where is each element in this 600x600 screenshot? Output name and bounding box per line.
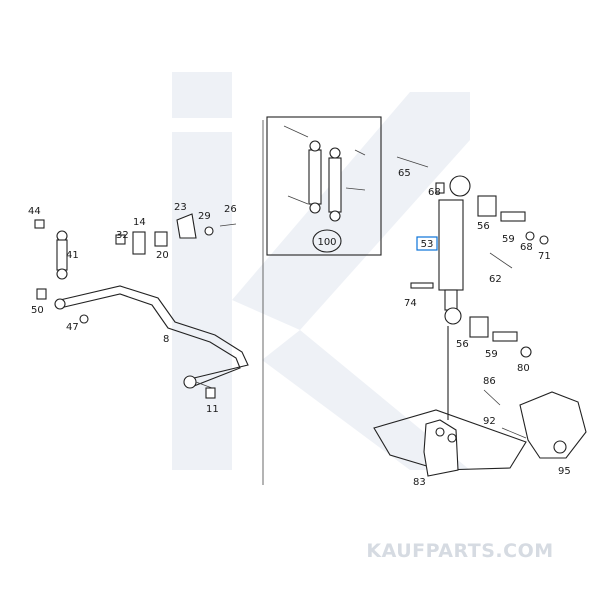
part-label-80[interactable]: 80 [517,363,530,374]
watermark-brand: KAUFPARTS.COM [366,540,553,562]
part-label-68-upper[interactable]: 68 [428,187,441,198]
part-label-56-upper[interactable]: 56 [477,221,490,232]
part-label-20[interactable]: 20 [156,250,169,261]
part-label-62[interactable]: 62 [489,274,502,285]
part-label-11[interactable]: 11 [206,404,219,415]
upper-hardware[interactable] [410,195,549,358]
part-label-59-upper[interactable]: 59 [502,234,515,245]
part-label-74[interactable]: 74 [404,298,417,309]
part-label-50[interactable]: 50 [31,305,44,316]
part-label-59-lower[interactable]: 59 [485,349,498,360]
shock-absorber[interactable] [396,156,471,420]
part-label-92[interactable]: 92 [483,416,496,427]
part-label-100[interactable]: 100 [317,237,336,248]
part-label-65[interactable]: 65 [398,168,411,179]
lower-mount[interactable] [373,409,527,477]
part-label-47[interactable]: 47 [66,322,79,333]
part-label-14[interactable]: 14 [133,217,146,228]
part-label-71[interactable]: 71 [538,251,551,262]
part-label-32[interactable]: 32 [116,230,129,241]
axle-housing[interactable] [483,389,587,459]
part-label-56-lower[interactable]: 56 [456,339,469,350]
part-label-44[interactable]: 44 [28,206,41,217]
part-label-8[interactable]: 8 [163,334,169,345]
clamp-parts[interactable] [115,213,237,255]
inset-box-part-100[interactable]: 100 [266,116,382,256]
part-label-23[interactable]: 23 [174,202,187,213]
stabilizer-bar[interactable] [54,285,249,399]
part-label-53[interactable]: 53 [421,239,434,250]
part-label-83[interactable]: 83 [413,477,426,488]
part-label-26[interactable]: 26 [224,204,237,215]
part-label-68-lower[interactable]: 68 [520,242,533,253]
part-label-41[interactable]: 41 [66,250,79,261]
part-label-29[interactable]: 29 [198,211,211,222]
part-label-95[interactable]: 95 [558,466,571,477]
part-label-86[interactable]: 86 [483,376,496,387]
stabilizer-link-assembly[interactable] [34,219,89,324]
highlight-box-53 [416,236,438,251]
